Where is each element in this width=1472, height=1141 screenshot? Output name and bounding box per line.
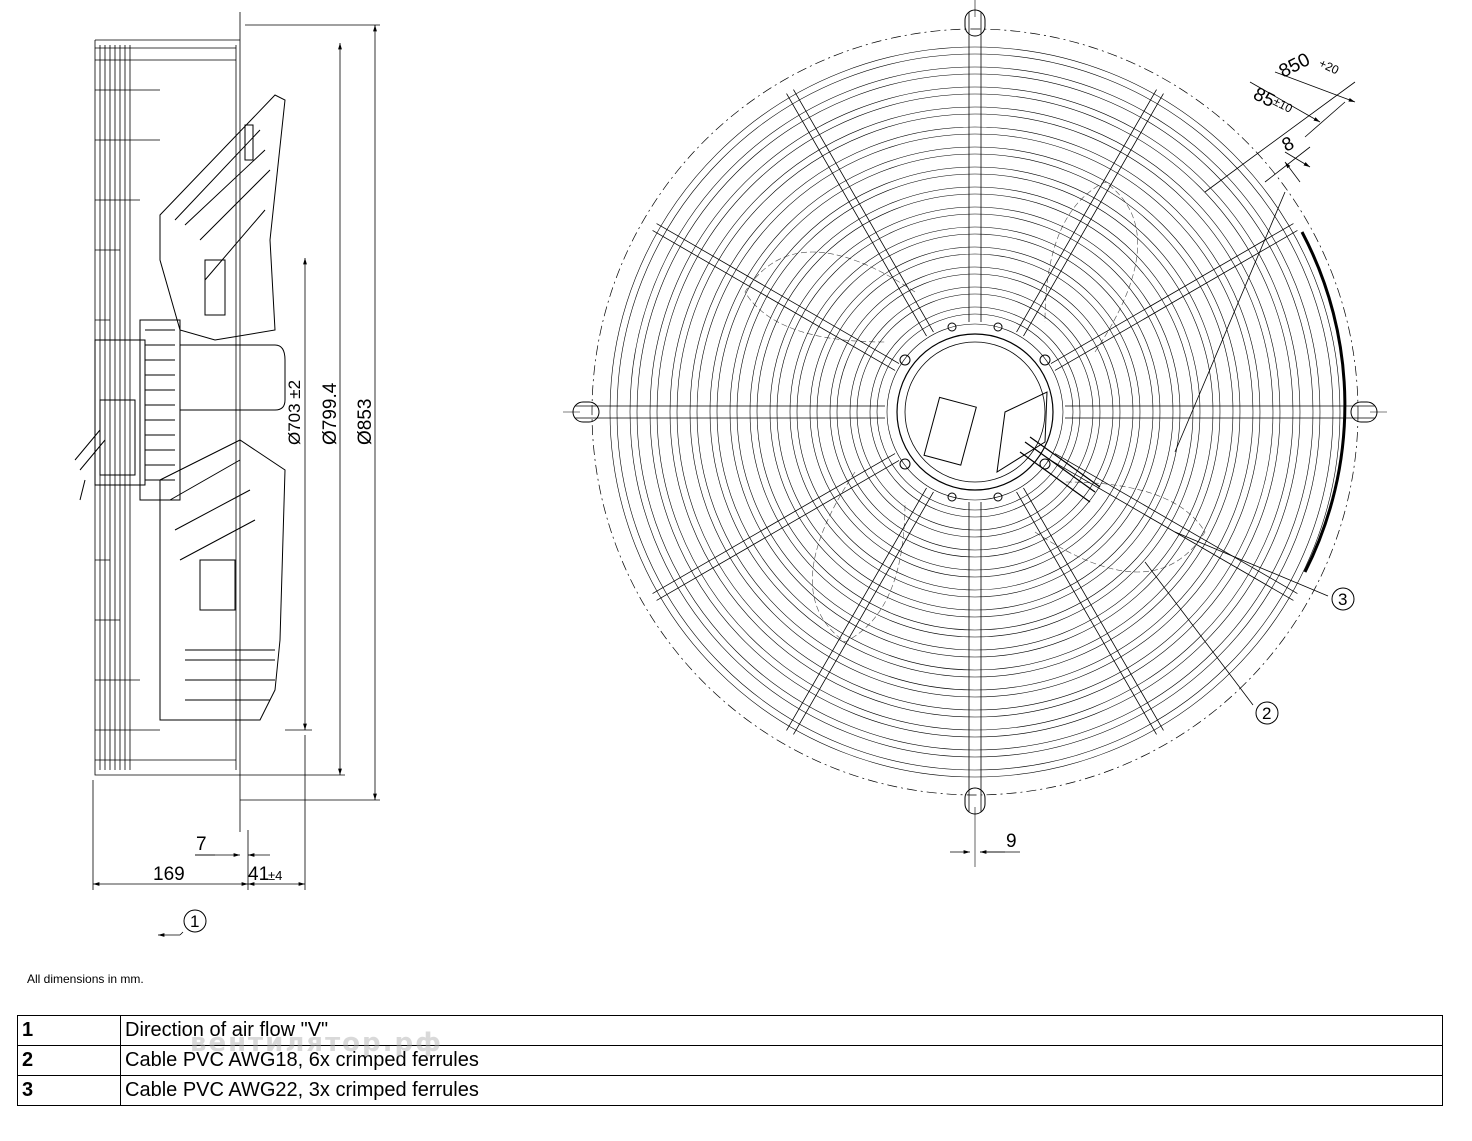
dim-7: 7 [196,834,207,855]
front-mounting-tabs [563,0,1387,867]
side-guard-grille [94,12,241,832]
legend-num: 3 [17,1075,121,1106]
side-blade-upper [159,94,286,341]
dim-41: 41 [248,864,269,885]
dim-diameter-853: Ø853 [355,399,376,445]
watermark: вентилятор.рф [190,1028,443,1058]
callout-1-circle [183,909,207,933]
side-dimension-lines [92,24,380,937]
legend-num: 1 [17,1015,121,1046]
front-guard-spokes [575,12,1375,812]
dim-diameter-703: Ø703 ±2 [285,380,304,445]
front-outer-dashed-circle [591,28,1359,796]
dim-diameter-799: Ø799.4 [320,382,341,445]
callout-2-circle [1255,701,1279,725]
legend-row: 3 Cable PVC AWG22, 3x crimped ferrules [17,1075,1443,1106]
side-motor [74,319,286,501]
front-guard-shadow [1300,231,1347,573]
side-blade-lower [159,439,286,721]
front-dimension-lines [950,71,1356,854]
front-blades [744,181,1206,643]
technical-drawing: Ø703 ±2 Ø799.4 Ø853 7 169 41 ±4 1 [74,0,1387,937]
front-view [563,0,1387,867]
dim-9: 9 [1006,831,1017,852]
units-note: All dimensions in mm. [27,972,144,986]
side-dimension-labels: Ø703 ±2 Ø799.4 Ø853 7 169 41 ±4 1 [153,380,376,933]
front-motor-hub [896,322,1101,503]
legend-text: Cable PVC AWG22, 3x crimped ferrules [120,1075,1443,1106]
dim-8: 8 [1279,133,1298,157]
front-guard-rings [609,46,1341,778]
legend-table: 1 Direction of air flow "V" 2 Cable PVC … [17,1015,1443,1106]
legend-num: 2 [17,1045,121,1076]
callout-3-label: 3 [1338,590,1347,609]
dim-85-tolerance: ±10 [1271,94,1295,116]
callout-2-label: 2 [1262,704,1271,723]
dim-169: 169 [153,864,185,885]
callout-1-label: 1 [190,912,199,931]
dim-850: 850 [1276,49,1314,82]
front-dimension-labels: 850 +20 85 ±10 8 9 2 3 [1006,49,1355,852]
dim-41-tolerance: ±4 [268,868,282,883]
dim-850-tolerance: +20 [1317,56,1342,77]
callout-3-circle [1331,587,1355,611]
side-view [74,12,380,937]
